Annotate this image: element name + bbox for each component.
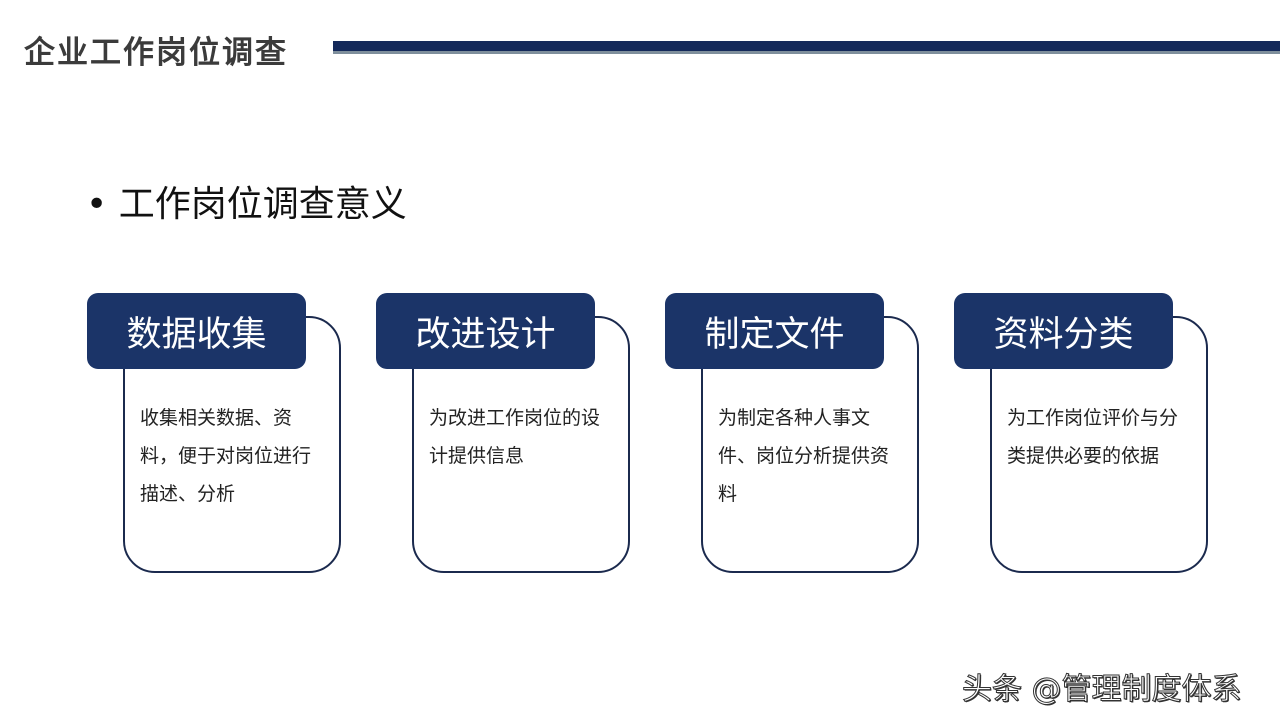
card-title: 资料分类 (954, 293, 1173, 369)
card-title: 改进设计 (376, 293, 595, 369)
card-data-collection: 数据收集 收集相关数据、资料，便于对岗位进行描述、分析 (87, 293, 347, 575)
card-documents: 制定文件 为制定各种人事文件、岗位分析提供资料 (665, 293, 925, 575)
bullet-marker: • (86, 184, 108, 225)
card-title: 数据收集 (87, 293, 306, 369)
slide-title: 企业工作岗位调查 (24, 35, 288, 71)
card-text: 收集相关数据、资料，便于对岗位进行描述、分析 (140, 407, 312, 505)
card-text: 为制定各种人事文件、岗位分析提供资料 (718, 407, 890, 505)
card-title: 制定文件 (665, 293, 884, 369)
title-bar-underline (333, 51, 1280, 54)
watermark: 头条 @管理制度体系 (962, 672, 1243, 708)
card-classification: 资料分类 为工作岗位评价与分类提供必要的依据 (954, 293, 1214, 575)
card-text: 为改进工作岗位的设计提供信息 (429, 407, 601, 467)
title-bar (333, 41, 1280, 51)
section-heading-text: 工作岗位调查意义 (118, 184, 407, 225)
card-text: 为工作岗位评价与分类提供必要的依据 (1007, 407, 1179, 467)
card-improve-design: 改进设计 为改进工作岗位的设计提供信息 (376, 293, 636, 575)
section-heading: • 工作岗位调查意义 (86, 175, 407, 227)
